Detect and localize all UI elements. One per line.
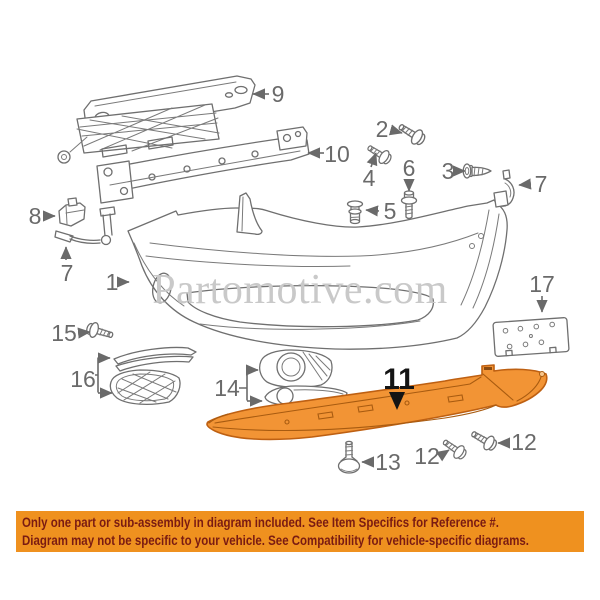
part-11-valance-highlighted-drawing xyxy=(206,364,548,441)
callout-6: 6 xyxy=(403,155,416,181)
callout-11-highlighted: 11 xyxy=(383,363,415,396)
part-4-bolt-drawing xyxy=(364,140,395,168)
arrow-12-mid xyxy=(435,449,450,462)
part-7-right-bracket-drawing xyxy=(493,169,515,208)
part-12-right-bolt-drawing xyxy=(467,426,500,454)
part-10-reinforcement-bar-drawing xyxy=(96,126,310,204)
notice-line-1: Only one part or sub-assembly in diagram… xyxy=(22,514,500,530)
part-17-license-bracket-drawing xyxy=(492,317,570,357)
callout-12-right: 12 xyxy=(511,429,537,455)
notice-line-2: Diagram may not be specific to your vehi… xyxy=(22,532,529,548)
bracket-16 xyxy=(95,352,113,399)
part-6-bolt-drawing xyxy=(400,190,418,220)
part-13-pushpin-drawing xyxy=(337,440,361,474)
callout-10: 10 xyxy=(324,141,350,167)
part-1-bumper-cover-drawing xyxy=(127,192,508,350)
watermark-text: Partomotive.com xyxy=(152,267,448,313)
part-2-bolt-drawing xyxy=(394,118,429,149)
callout-8: 8 xyxy=(29,203,42,229)
part-12-mid-bolt-drawing xyxy=(439,435,470,463)
callout-7-right: 7 xyxy=(535,171,548,197)
callout-1: 1 xyxy=(106,269,119,295)
callout-3: 3 xyxy=(442,158,455,184)
callout-labels: 9 10 2 4 3 7 6 5 8 7 1 17 15 16 14 11 13… xyxy=(29,81,555,475)
callout-17: 17 xyxy=(529,271,555,297)
callout-12-mid: 12 xyxy=(414,443,440,469)
part-16-grille-trim-drawing xyxy=(109,346,197,405)
arrow-2 xyxy=(388,124,403,136)
callout-9: 9 xyxy=(272,81,285,107)
part-8-sensor-drawing xyxy=(58,197,86,227)
callout-15: 15 xyxy=(51,320,77,346)
arrow-5 xyxy=(365,205,380,217)
callout-4: 4 xyxy=(363,165,376,191)
part-3-screw-drawing xyxy=(462,163,492,179)
callout-13: 13 xyxy=(375,449,401,475)
bracket-14 xyxy=(239,364,263,407)
callout-2: 2 xyxy=(376,116,389,142)
part-5-grommet-drawing xyxy=(346,200,364,225)
callout-arrows xyxy=(43,88,548,468)
callout-7-left: 7 xyxy=(61,260,74,286)
arrow-15 xyxy=(77,327,91,339)
arrow-4 xyxy=(366,152,378,168)
callout-5: 5 xyxy=(384,198,397,224)
part-9-grille-support-drawing xyxy=(57,75,256,164)
callout-16: 16 xyxy=(70,366,96,392)
callout-14: 14 xyxy=(214,375,240,401)
notice-banner: Only one part or sub-assembly in diagram… xyxy=(16,511,584,552)
part-7-left-bracket-drawing xyxy=(54,206,116,246)
arrow-7-right xyxy=(518,178,532,190)
